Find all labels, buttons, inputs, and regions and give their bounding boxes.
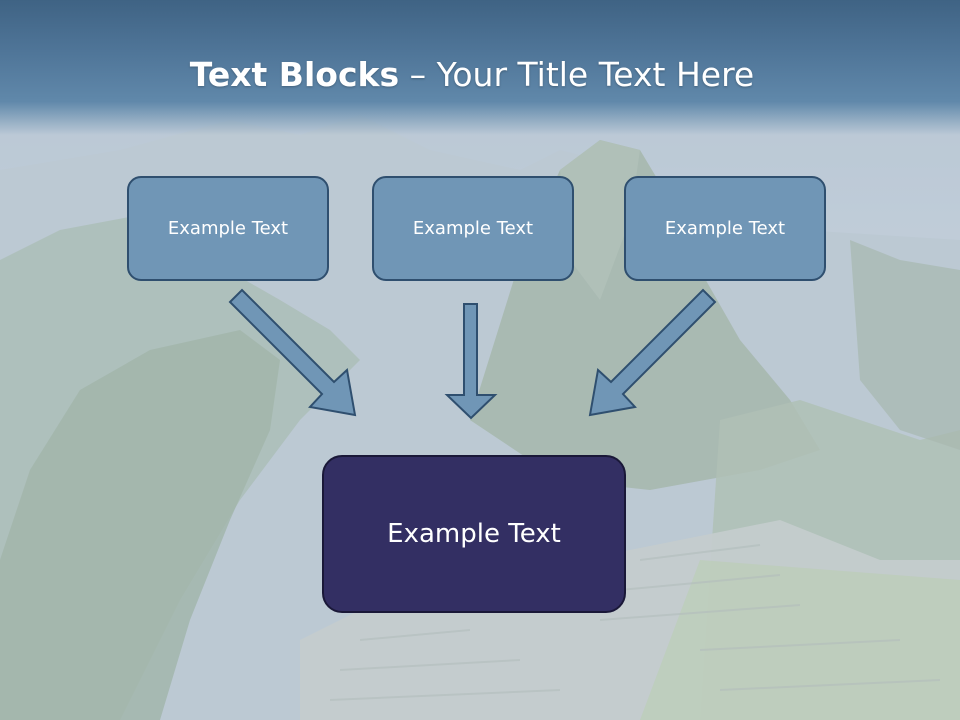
arrow-down-icon bbox=[444, 303, 498, 420]
text-block-2-label: Example Text bbox=[412, 218, 534, 239]
text-block-1[interactable]: Example Text bbox=[127, 176, 329, 281]
text-block-2[interactable]: Example Text bbox=[372, 176, 574, 281]
target-text-block[interactable]: Example Text bbox=[322, 455, 626, 613]
target-text-block-label: Example Text bbox=[387, 519, 561, 549]
arrow-left-icon bbox=[228, 288, 357, 417]
slide-title: Text Blocks – Your Title Text Here bbox=[0, 52, 944, 98]
text-block-3-label: Example Text bbox=[664, 218, 786, 239]
arrow-right-icon bbox=[588, 288, 717, 417]
title-bar bbox=[0, 0, 960, 135]
title-rest: Your Title Text Here bbox=[436, 55, 755, 94]
text-block-3[interactable]: Example Text bbox=[624, 176, 826, 281]
text-block-1-label: Example Text bbox=[167, 218, 289, 239]
title-dash: – bbox=[399, 55, 437, 94]
title-bold-part: Text Blocks bbox=[189, 55, 400, 94]
